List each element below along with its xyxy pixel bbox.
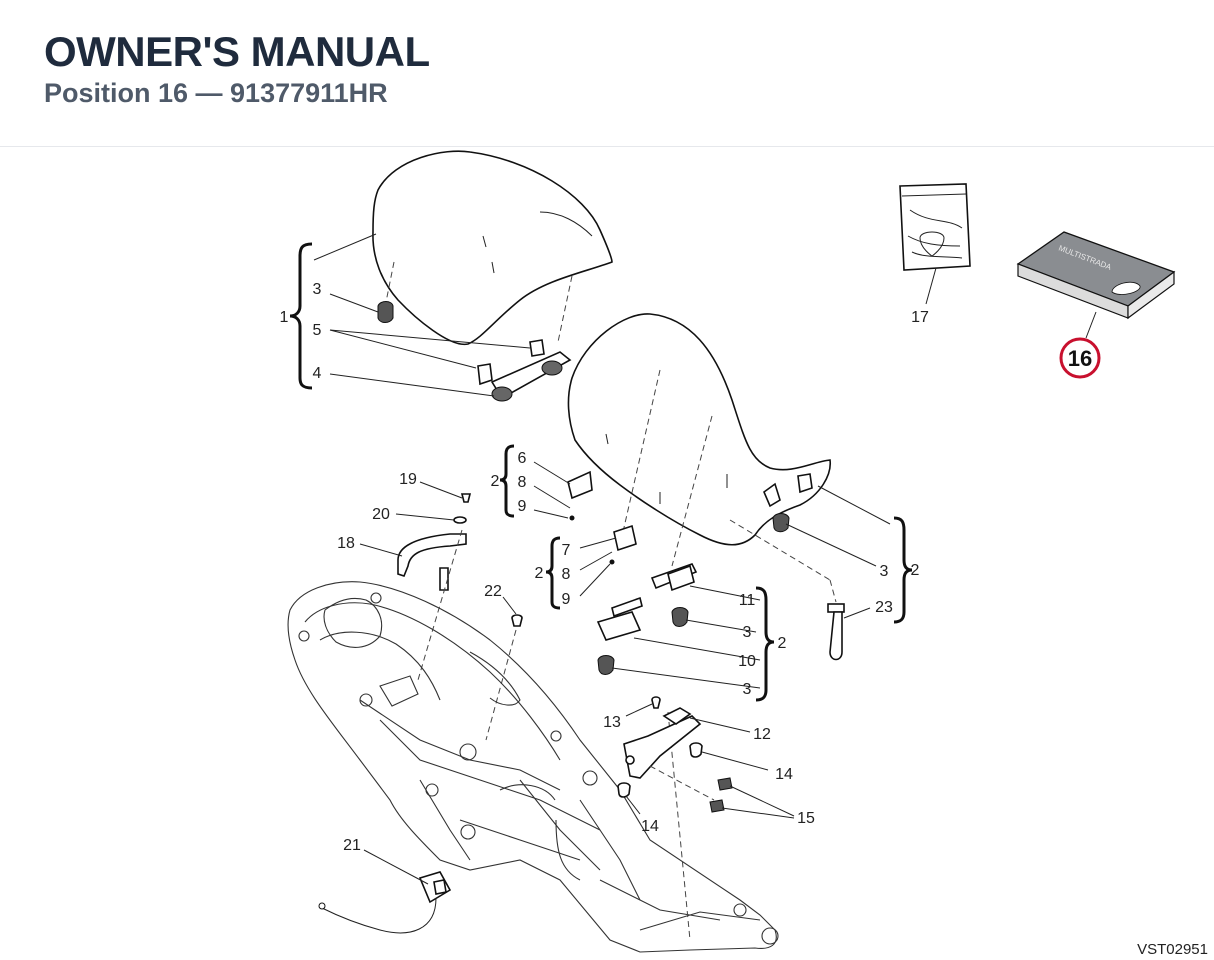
callout-2: 2 <box>778 635 787 652</box>
owners-manual-book: MULTISTRADA <box>1016 231 1176 320</box>
callout-2: 2 <box>491 473 500 490</box>
callout-5: 5 <box>313 322 322 339</box>
callout-labels: 1 3 5 4 2 6 8 9 2 7 8 9 19 20 18 22 11 3… <box>280 281 929 854</box>
callout-3: 3 <box>743 681 752 698</box>
rubber-pad <box>377 301 394 323</box>
hook-plates <box>567 470 637 565</box>
page-title: OWNER'S MANUAL <box>44 28 430 75</box>
tether-strap <box>827 603 845 661</box>
callout-9: 9 <box>518 498 527 515</box>
seat-latch-parts <box>596 563 698 675</box>
rear-subframe <box>287 581 779 953</box>
callout-4: 4 <box>313 365 322 382</box>
callout-19: 19 <box>399 471 417 488</box>
callout-9: 9 <box>562 591 571 608</box>
grab-handle <box>397 493 523 741</box>
callout-18: 18 <box>337 535 355 552</box>
group-braces <box>289 242 913 702</box>
callout-16: 16 <box>1068 346 1092 371</box>
passenger-seat <box>567 313 837 603</box>
callout-3: 3 <box>743 624 752 641</box>
callout-22: 22 <box>484 583 502 600</box>
callout-6: 6 <box>518 450 527 467</box>
callout-8: 8 <box>562 566 571 583</box>
callout-2: 2 <box>911 562 920 579</box>
callout-14: 14 <box>641 818 659 835</box>
page-subtitle: Position 16 — 91377911HR <box>44 78 388 108</box>
callout-13: 13 <box>603 714 621 731</box>
leader-lines <box>313 233 1097 885</box>
callout-14: 14 <box>775 766 793 783</box>
page-header: OWNER'S MANUAL Position 16 — 91377911HR <box>0 0 1214 147</box>
callout-11: 11 <box>739 592 756 609</box>
callout-12: 12 <box>753 726 771 743</box>
callout-23: 23 <box>875 599 893 616</box>
highlighted-position-marker: 16 <box>1059 337 1101 379</box>
rubber-buffers <box>477 339 545 386</box>
seat-release-cable <box>318 871 452 934</box>
seat-lock-assembly <box>617 696 733 813</box>
document-pouch <box>899 183 971 271</box>
callout-7: 7 <box>562 542 571 559</box>
rider-seat <box>372 150 613 346</box>
callout-20: 20 <box>372 506 390 523</box>
callout-21: 21 <box>343 837 361 854</box>
callout-10: 10 <box>738 653 756 670</box>
callout-2: 2 <box>535 565 544 582</box>
callout-15: 15 <box>797 810 815 827</box>
drawing-reference-code: VST02951 <box>1137 941 1208 958</box>
callout-1: 1 <box>280 309 289 326</box>
callout-3: 3 <box>313 281 322 298</box>
callout-17: 17 <box>911 309 929 326</box>
callout-8: 8 <box>518 474 527 491</box>
callout-3: 3 <box>880 563 889 580</box>
seat-bracket <box>490 351 572 402</box>
